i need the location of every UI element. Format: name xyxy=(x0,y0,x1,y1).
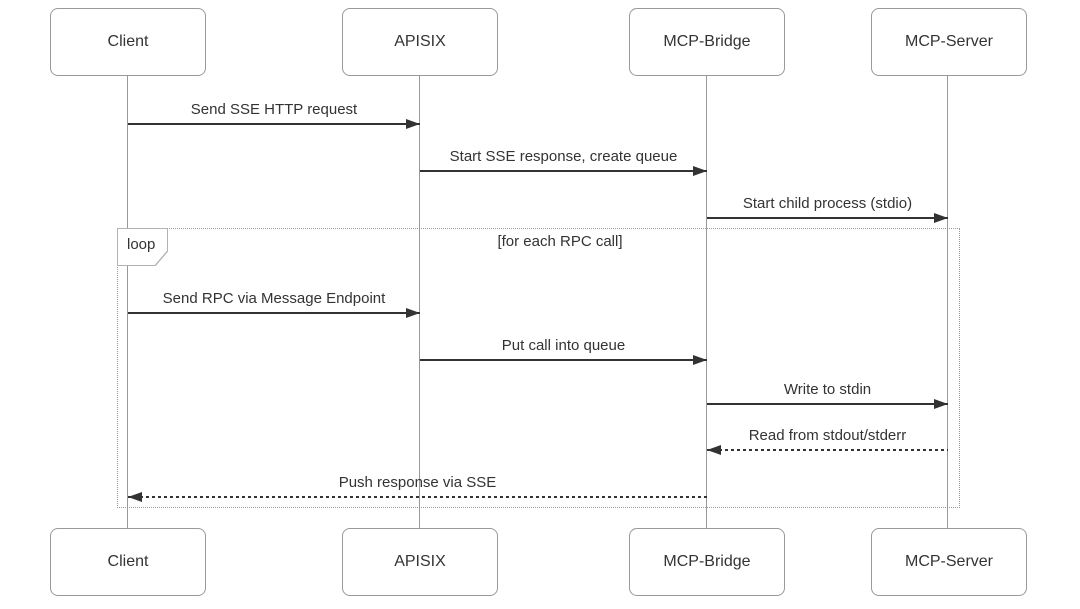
lifeline-mcp-server xyxy=(947,76,948,528)
message-label: Send SSE HTTP request xyxy=(190,101,358,118)
actor-label: MCP-Bridge xyxy=(663,33,751,50)
loop-label-tab: loop xyxy=(117,228,168,266)
loop-label: loop xyxy=(127,236,156,253)
arrow-line xyxy=(420,166,707,176)
arrow-line xyxy=(128,308,420,318)
arrowhead-left-icon xyxy=(128,492,142,502)
message-label: Put call into queue xyxy=(501,337,626,354)
loop-frame xyxy=(117,228,960,508)
arrow-line xyxy=(128,119,420,129)
lifeline-apisix xyxy=(419,76,420,528)
message-label: Start child process (stdio) xyxy=(742,195,913,212)
lifeline-mcp-bridge xyxy=(706,76,707,528)
actor-apisix-bottom: APISIX xyxy=(342,528,498,596)
lifeline-client xyxy=(127,76,128,528)
actor-label: MCP-Bridge xyxy=(663,553,751,570)
message-push-response-via-sse: Push response via SSE xyxy=(128,474,707,502)
arrow-line xyxy=(707,399,948,409)
actor-apisix-top: APISIX xyxy=(342,8,498,76)
message-label: Send RPC via Message Endpoint xyxy=(162,290,386,307)
arrow-line-dashed xyxy=(707,445,948,455)
actor-mcp-bridge-bottom: MCP-Bridge xyxy=(629,528,785,596)
arrow-line-dashed xyxy=(128,492,707,502)
actor-label: Client xyxy=(107,553,149,570)
message-read-from-stdout: Read from stdout/stderr xyxy=(707,427,948,455)
arrowhead-right-icon xyxy=(406,308,420,318)
actor-client-bottom: Client xyxy=(50,528,206,596)
arrow-line xyxy=(420,355,707,365)
message-start-child-process: Start child process (stdio) xyxy=(707,195,948,223)
message-write-to-stdin: Write to stdin xyxy=(707,381,948,409)
arrowhead-left-icon xyxy=(707,445,721,455)
actor-label: APISIX xyxy=(394,553,446,570)
actor-mcp-server-bottom: MCP-Server xyxy=(871,528,1027,596)
actor-mcp-server-top: MCP-Server xyxy=(871,8,1027,76)
arrow-line xyxy=(707,213,948,223)
message-label: Start SSE response, create queue xyxy=(449,148,678,165)
message-start-sse-response: Start SSE response, create queue xyxy=(420,148,707,176)
actor-label: MCP-Server xyxy=(904,553,993,570)
arrowhead-right-icon xyxy=(934,213,948,223)
loop-condition: [for each RPC call] xyxy=(497,233,623,250)
message-label: Read from stdout/stderr xyxy=(748,427,907,444)
arrowhead-right-icon xyxy=(934,399,948,409)
message-send-rpc: Send RPC via Message Endpoint xyxy=(128,290,420,318)
arrowhead-right-icon xyxy=(693,355,707,365)
arrowhead-right-icon xyxy=(406,119,420,129)
arrowhead-right-icon xyxy=(693,166,707,176)
actor-label: Client xyxy=(107,33,149,50)
actor-client-top: Client xyxy=(50,8,206,76)
message-put-call-into-queue: Put call into queue xyxy=(420,337,707,365)
message-label: Write to stdin xyxy=(783,381,872,398)
actor-mcp-bridge-top: MCP-Bridge xyxy=(629,8,785,76)
actor-label: MCP-Server xyxy=(904,33,993,50)
message-send-sse-http-request: Send SSE HTTP request xyxy=(128,101,420,129)
message-label: Push response via SSE xyxy=(338,474,497,491)
actor-label: APISIX xyxy=(394,33,446,50)
